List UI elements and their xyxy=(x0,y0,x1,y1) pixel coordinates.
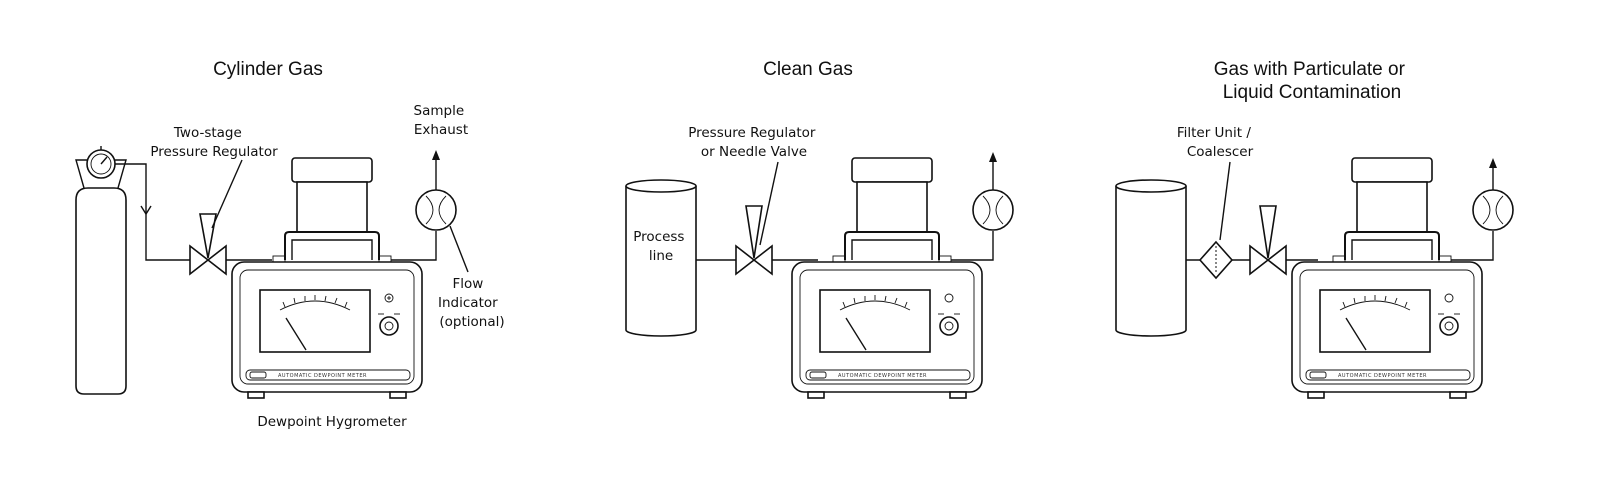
label-flow-indicator: Flow Indicator (optional) xyxy=(438,276,505,330)
panel-clean-gas: Clean Gas Process line Pressure Regulato… xyxy=(625,59,1014,399)
exhaust-line xyxy=(1451,231,1494,261)
flow-indicator-icon xyxy=(1472,189,1514,231)
exhaust-line xyxy=(391,231,437,261)
meter-nameplate: AUTOMATIC DEWPOINT METER xyxy=(278,373,367,379)
label-two-stage-regulator: Two-stage Pressure Regulator xyxy=(150,125,278,160)
gas-cylinder-icon xyxy=(75,146,127,395)
exhaust-arrow-icon xyxy=(1489,158,1497,168)
panel-title-cylinder-gas: Cylinder Gas xyxy=(213,59,323,80)
flow-arrow-icon xyxy=(140,205,152,216)
flow-indicator-icon xyxy=(972,189,1014,231)
meter-nameplate: AUTOMATIC DEWPOINT METER xyxy=(838,373,927,379)
dewpoint-hygrometer: AUTOMATIC DEWPOINT METER xyxy=(231,157,423,399)
exhaust-arrow-icon xyxy=(989,152,997,162)
panel-cylinder-gas: Cylinder Gas Two-stage Pressure Regulato… xyxy=(75,59,505,430)
leader-line xyxy=(449,225,469,273)
label-process-line: Process line xyxy=(633,229,689,264)
leader-line xyxy=(1219,161,1231,241)
panel-title-particulate-gas: Gas with Particulate or Liquid Contamina… xyxy=(1214,59,1410,103)
exhaust-arrow-icon xyxy=(432,150,440,160)
dewpoint-hygrometer: AUTOMATIC DEWPOINT METER xyxy=(791,157,983,399)
leader-line xyxy=(211,159,243,229)
flow-indicator-icon xyxy=(415,189,457,231)
process-line-pipe-icon xyxy=(625,179,697,337)
label-filter-coalescer: Filter Unit / Coalescer xyxy=(1177,125,1255,160)
meter-nameplate: AUTOMATIC DEWPOINT METER xyxy=(1338,373,1427,379)
label-pressure-regulator: Pressure Regulator or Needle Valve xyxy=(688,125,820,160)
panel-particulate-gas: Gas with Particulate or Liquid Contamina… xyxy=(1115,59,1514,399)
label-sample-exhaust: Sample Exhaust xyxy=(414,103,469,138)
dewpoint-hygrometer: AUTOMATIC DEWPOINT METER xyxy=(1291,157,1483,399)
panel-title-clean-gas: Clean Gas xyxy=(763,59,853,80)
gas-line xyxy=(115,163,190,261)
process-line-pipe-icon xyxy=(1115,179,1187,337)
regulator-valve-icon xyxy=(1249,205,1287,276)
exhaust-line xyxy=(951,231,994,261)
leader-line xyxy=(759,161,779,246)
filter-coalescer-icon xyxy=(1198,240,1234,280)
regulator-valve-icon xyxy=(189,213,227,276)
label-dewpoint-hygrometer: Dewpoint Hygrometer xyxy=(257,414,407,430)
